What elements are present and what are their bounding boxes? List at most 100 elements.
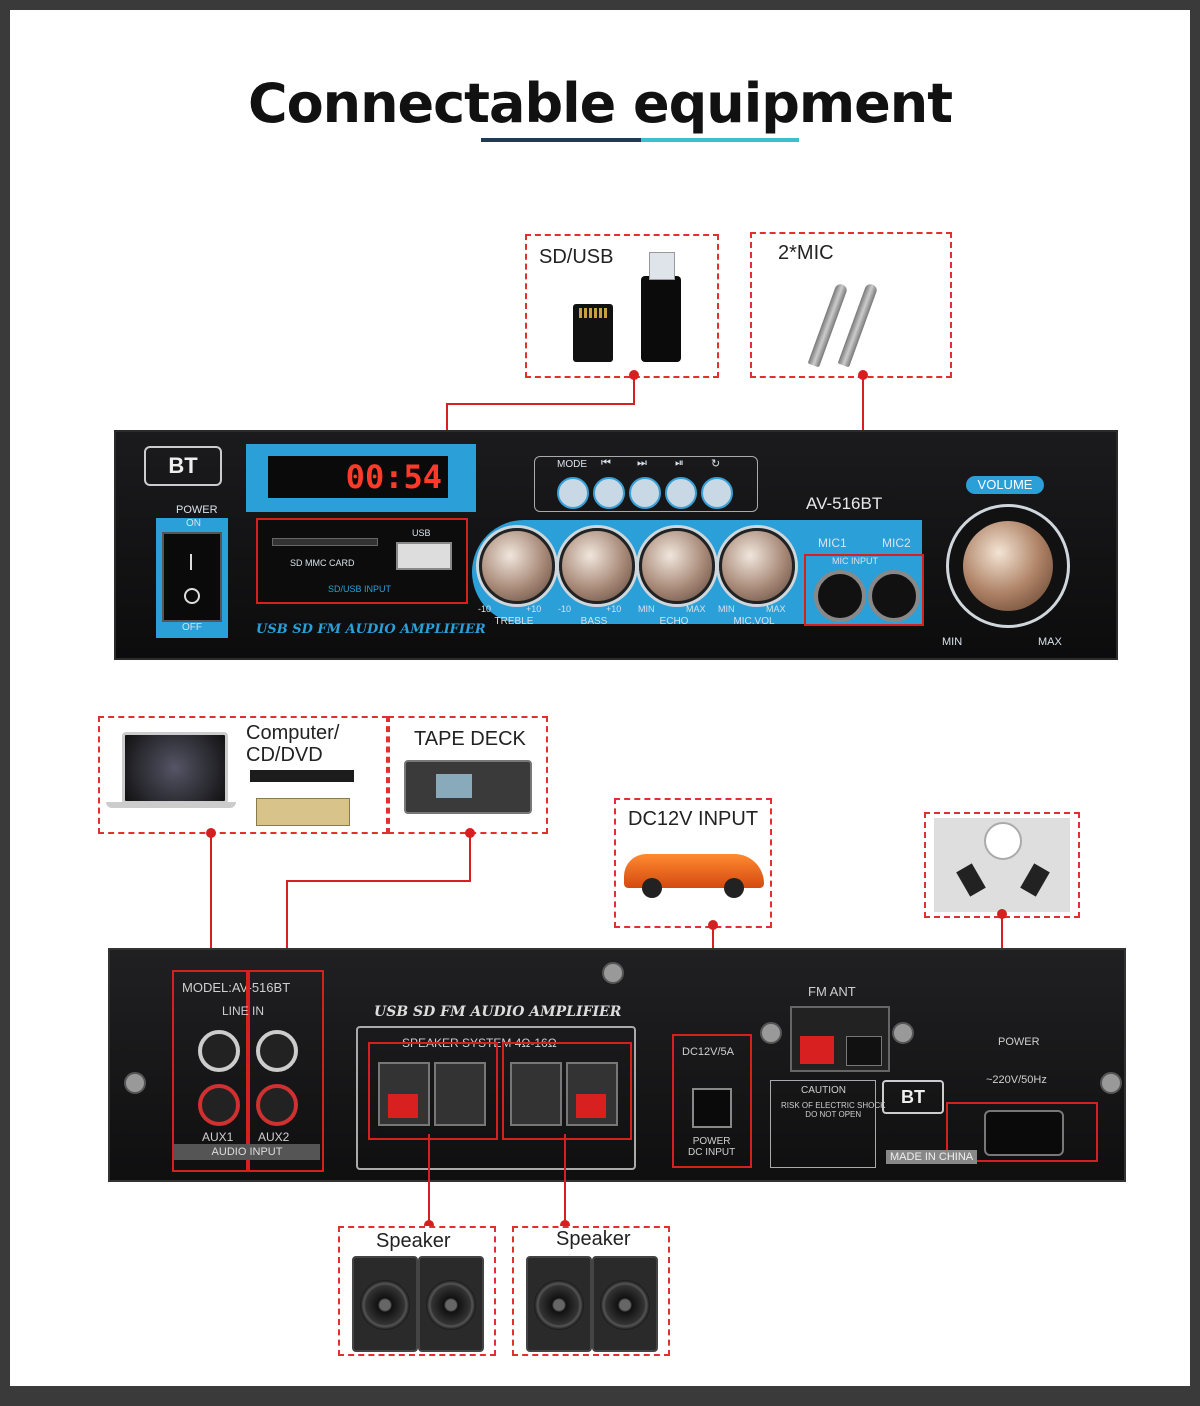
speaker-right-callout: Speaker (512, 1226, 670, 1356)
rear-brand-text: USB SD FM AUDIO AMPLIFIER (374, 1004, 622, 1020)
audio-input-label: AUDIO INPUT (174, 1144, 320, 1160)
knob-echo: MIN MAX ECHO (636, 528, 715, 627)
rotary-knob[interactable] (559, 528, 635, 604)
sd-slot[interactable] (272, 538, 378, 546)
sd-slot-label: SD MMC CARD (290, 558, 355, 568)
callout-dot (206, 828, 216, 838)
dvd-player-icon (250, 770, 354, 782)
caution-text: RISK OF ELECTRIC SHOCK DO NOT OPEN (781, 1101, 886, 1119)
tape-deck-label: TAPE DECK (414, 728, 526, 750)
mic1-label: MIC1 (818, 536, 847, 550)
power-switch[interactable] (162, 532, 222, 622)
ac-power-socket[interactable] (984, 1110, 1064, 1156)
callout-dot (560, 1220, 570, 1230)
next-icon: ⏭ (637, 457, 647, 469)
speaker-terminal[interactable] (566, 1062, 618, 1126)
callout-dot (465, 828, 475, 838)
fm-antenna-terminal[interactable] (790, 1006, 890, 1072)
speaker-terminal[interactable] (378, 1062, 430, 1126)
wire (446, 403, 635, 405)
power-plug-callout (924, 812, 1080, 918)
speaker-left-callout: Speaker (338, 1226, 496, 1356)
rotary-knob[interactable] (719, 528, 795, 604)
rear-power-label: POWER (998, 1036, 1040, 1048)
callout-dot (858, 370, 868, 380)
mode-button[interactable] (557, 477, 589, 509)
knob-max-label: MAX (686, 604, 706, 614)
knob-min-label: -10 (558, 604, 572, 614)
lcd-display: 00:54 (268, 456, 448, 498)
knob-min-label: MIN (718, 604, 735, 614)
made-in-label: MADE IN CHINA (886, 1150, 978, 1164)
callout-dot (708, 920, 718, 930)
mic2-jack[interactable] (868, 570, 920, 622)
wire (564, 1134, 566, 1224)
computer-callout: Computer/ CD/DVD (98, 716, 388, 834)
caution-title: CAUTION (801, 1085, 846, 1096)
speaker-left-label: Speaker (376, 1230, 451, 1252)
mic1-jack[interactable] (814, 570, 866, 622)
volume-ring (946, 504, 1070, 628)
sd-usb-slot-panel: SD MMC CARD USB SD/USB INPUT (256, 518, 468, 604)
play-pause-button[interactable] (665, 477, 697, 509)
volume-min-label: MIN (942, 636, 963, 648)
speaker-terminal-block: SPEAKER SYSTEM 4Ω-16Ω (356, 1026, 636, 1170)
wire (633, 376, 635, 404)
mic2-label: MIC2 (882, 536, 911, 550)
fm-ant-label: FM ANT (808, 984, 856, 999)
car-icon (624, 854, 764, 898)
previous-button[interactable] (593, 477, 625, 509)
aux1-highlight (172, 970, 248, 1172)
knob-name-label: ECHO (659, 616, 689, 627)
repeat-button[interactable] (701, 477, 733, 509)
tape-deck-callout: TAPE DECK (388, 716, 548, 834)
callout-dot (424, 1220, 434, 1230)
aux1-left-jack[interactable] (198, 1030, 240, 1072)
speaker-terminal[interactable] (510, 1062, 562, 1126)
power-on-label: ON (186, 518, 201, 529)
mode-label: MODE (557, 459, 587, 470)
next-button[interactable] (629, 477, 661, 509)
volume-knob[interactable] (963, 521, 1053, 611)
mic-callout: 2*MIC (750, 232, 952, 378)
sd-card-icon (573, 304, 613, 362)
screw (892, 1022, 914, 1044)
knob-max-label: MAX (766, 604, 786, 614)
model-number: AV-516BT (806, 494, 883, 513)
dc-jack[interactable] (692, 1088, 732, 1128)
page-title: Connectable equipment (247, 72, 953, 135)
aux1-label: AUX1 (202, 1130, 234, 1144)
usb-slot-label: USB (412, 528, 431, 538)
vcd-player-icon (256, 798, 350, 826)
wire (286, 880, 288, 968)
volume-max-label: MAX (1038, 636, 1062, 648)
aux2-label: AUX2 (258, 1130, 290, 1144)
dc-rating-label: DC12V/5A (682, 1046, 734, 1058)
product-sheet: Connectable equipment SD/USB 2*MIC BT PO… (10, 10, 1190, 1386)
voltage-label: ~220V/50Hz (986, 1074, 1047, 1086)
rotary-knob[interactable] (479, 528, 555, 604)
aux1-right-jack[interactable] (198, 1084, 240, 1126)
computer-label: Computer/ CD/DVD (246, 722, 340, 766)
dc-input-callout: DC12V INPUT (614, 798, 772, 928)
callout-dot (629, 370, 639, 380)
aux2-highlight (248, 970, 324, 1172)
speaker-right-highlight (502, 1042, 632, 1140)
speaker-icon (526, 1256, 592, 1352)
knob-min-label: MIN (638, 604, 655, 614)
aux2-right-jack[interactable] (256, 1084, 298, 1126)
speaker-terminal[interactable] (434, 1062, 486, 1126)
volume-label: VOLUME (966, 476, 1044, 494)
screw (760, 1022, 782, 1044)
rear-bluetooth-logo: BT (882, 1080, 944, 1114)
speaker-icon (592, 1256, 658, 1352)
rotary-knob[interactable] (639, 528, 715, 604)
usb-port[interactable] (396, 542, 452, 570)
laptop-base (106, 802, 236, 808)
aux2-left-jack[interactable] (256, 1030, 298, 1072)
line-in-label: LINE IN (222, 1004, 265, 1018)
caution-label-box: CAUTION RISK OF ELECTRIC SHOCK DO NOT OP… (770, 1080, 885, 1168)
speaker-right-label: Speaker (556, 1228, 631, 1250)
